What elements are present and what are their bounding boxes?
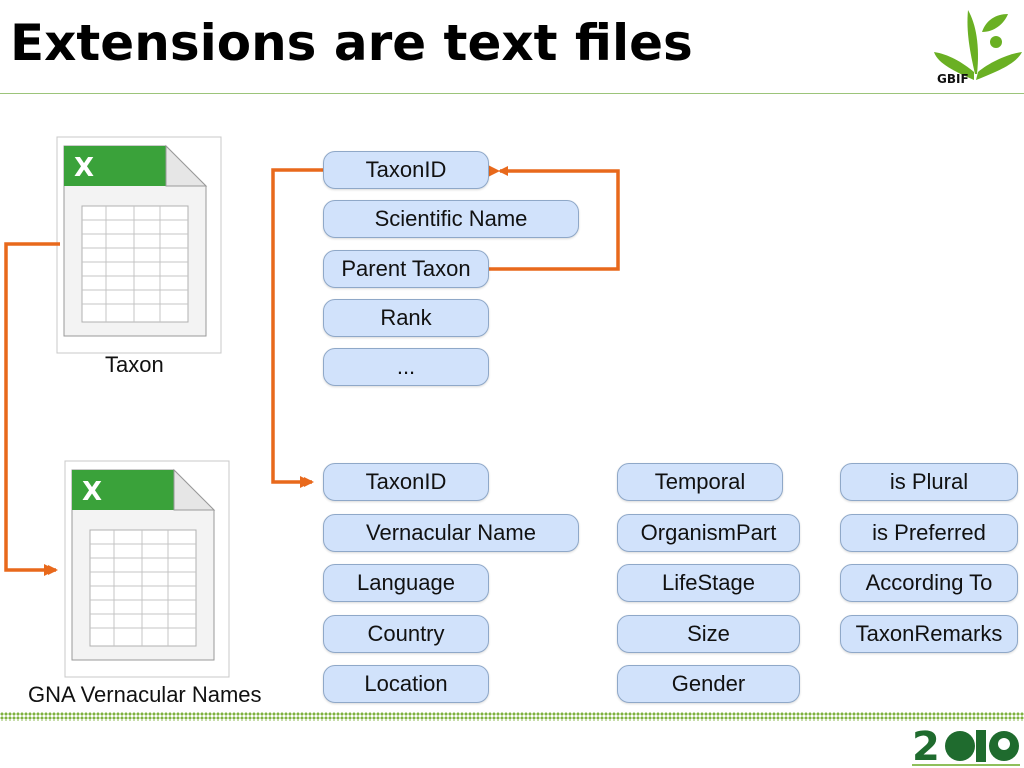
field-taxonid: TaxonID (323, 151, 489, 189)
field-taxonid: TaxonID (323, 463, 489, 501)
field-country: Country (323, 615, 489, 653)
field-location: Location (323, 665, 489, 703)
biodiversity-year-logo-icon: 2 (912, 724, 1020, 768)
svg-text:X: X (74, 153, 94, 183)
spreadsheet-file-icon: X (64, 460, 230, 678)
field-taxon-remarks: TaxonRemarks (840, 615, 1018, 653)
field-life-stage: LifeStage (617, 564, 800, 602)
field-size: Size (617, 615, 800, 653)
field-scientific-name: Scientific Name (323, 200, 579, 238)
field-organism-part: OrganismPart (617, 514, 800, 552)
svg-text:X: X (82, 477, 102, 507)
field-vernacular-name: Vernacular Name (323, 514, 579, 552)
file-link-arrow (4, 242, 60, 575)
gbif-leaf-icon (934, 10, 1022, 80)
footer-divider (0, 712, 1024, 721)
field-rank: Rank (323, 299, 489, 337)
slide-title: Extensions are text files (10, 14, 693, 72)
svg-text:2: 2 (912, 724, 940, 768)
field-ellipsis: ... (323, 348, 489, 386)
field-language: Language (323, 564, 489, 602)
taxonid-link-arrow (271, 168, 323, 487)
taxon-file-label: Taxon (105, 352, 164, 377)
field-is-plural: is Plural (840, 463, 1018, 501)
spreadsheet-file-icon: X (56, 136, 222, 354)
vernacular-file-label: GNA Vernacular Names (28, 682, 262, 707)
field-parent-taxon: Parent Taxon (323, 250, 489, 288)
logo-text: GBIF (937, 72, 969, 86)
parent-taxon-arrow (488, 166, 620, 271)
field-temporal: Temporal (617, 463, 783, 501)
field-is-preferred: is Preferred (840, 514, 1018, 552)
field-according-to: According To (840, 564, 1018, 602)
field-gender: Gender (617, 665, 800, 703)
title-divider (0, 93, 1024, 94)
